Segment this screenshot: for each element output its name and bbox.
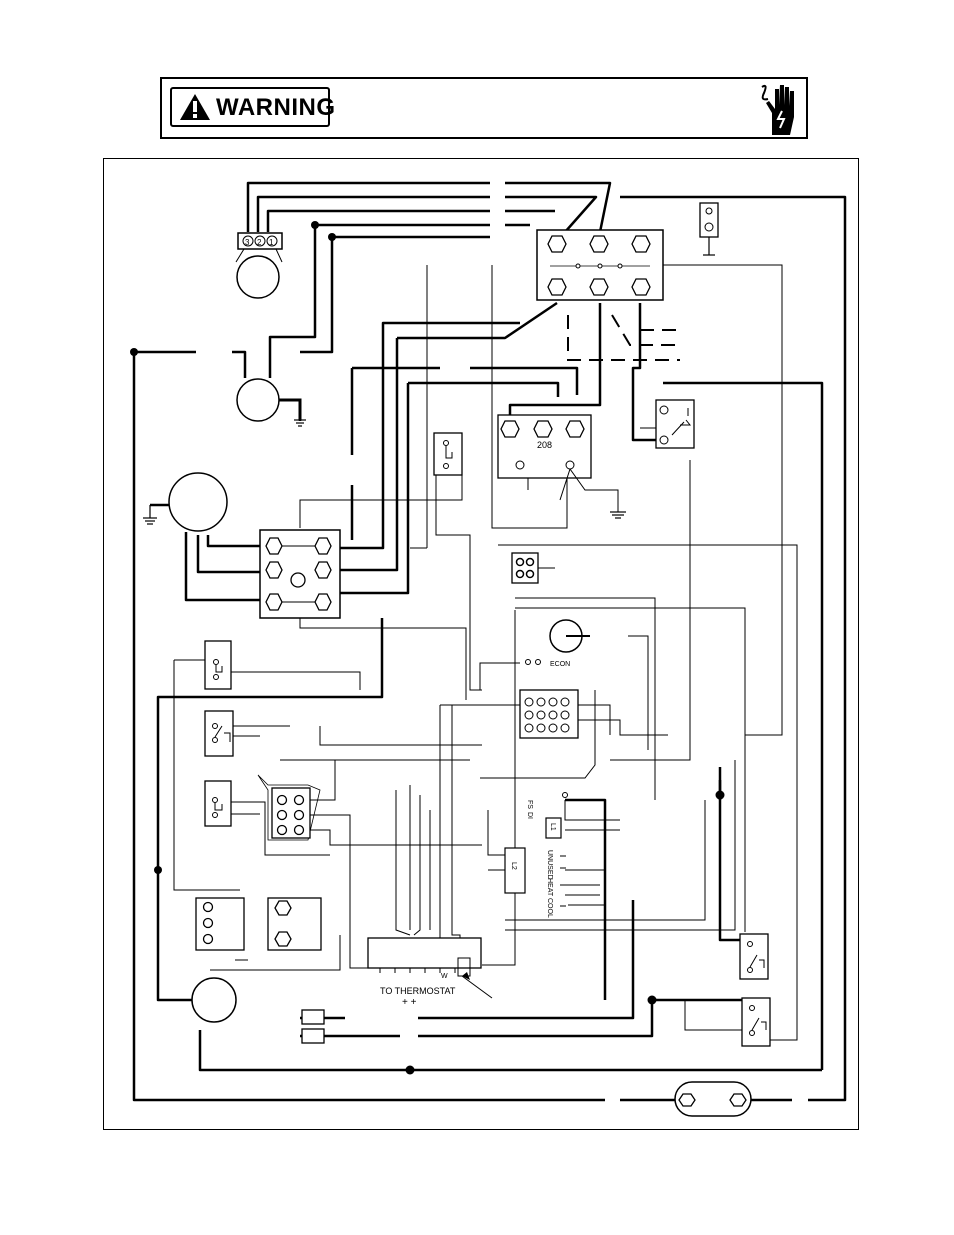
limit-switch-1 <box>204 640 232 690</box>
six-pin-plug <box>257 774 321 841</box>
control-board-connector <box>519 689 579 739</box>
wire-right-l1 <box>620 195 847 1102</box>
warning-badge: WARNING <box>170 87 335 127</box>
wire-t2 <box>256 195 598 241</box>
thermostat-terminal-strip: W TO THERMOSTAT + + <box>367 937 493 1008</box>
wire-motor-3 <box>206 535 260 548</box>
wire-contactor-6 <box>408 381 560 397</box>
wire-motor-1 <box>184 532 260 602</box>
blower-motor <box>168 472 228 532</box>
wire-t3 <box>246 181 612 233</box>
terminal-1: 1 <box>269 238 274 247</box>
limit-switch-2 <box>204 780 232 827</box>
contactor-top <box>536 229 664 301</box>
right-switch-1 <box>739 933 769 980</box>
econ-label: ECON <box>550 661 570 668</box>
wire-contactor-7 <box>340 383 410 595</box>
svg-text:FS: FS <box>526 800 533 809</box>
motor-terminal-block <box>259 529 341 619</box>
ground-icon <box>143 505 157 525</box>
wire-contactor-2 <box>397 301 558 340</box>
wire-board-1 <box>565 798 607 1000</box>
board-components: FS DI L1 L2 UNUSED HEAT COOL <box>504 792 568 918</box>
wire-left-3 <box>156 870 200 1002</box>
wire-motor-2 <box>196 535 260 574</box>
wire-contactor-4 <box>352 366 579 395</box>
ground-lug <box>699 202 719 256</box>
inducer-motor <box>191 977 237 1023</box>
econ-section: ECON <box>525 619 590 668</box>
svg-text:COOL: COOL <box>546 898 553 918</box>
warning-triangle-icon <box>180 94 210 120</box>
wire-contactor-3 <box>340 338 399 572</box>
svg-text:L1: L1 <box>549 823 556 831</box>
thermostat-plug <box>301 1009 325 1044</box>
junction-dots <box>130 221 725 1075</box>
wire-right-3 <box>718 780 745 942</box>
svg-text:HEAT: HEAT <box>546 878 553 897</box>
wire-xfmr-1 <box>508 303 602 425</box>
svg-text:UNUSED: UNUSED <box>546 850 553 880</box>
pressure-switch-1 <box>204 710 234 757</box>
wire-t1 <box>266 209 555 232</box>
wiring-diagram-frame <box>103 158 859 1130</box>
transformer: 208 <box>497 414 626 519</box>
wire-left-2 <box>156 618 384 870</box>
compressor-terminals: 3 2 1 <box>235 232 283 299</box>
thermostat-plus: + + <box>402 997 417 1008</box>
electric-shock-hand-icon <box>761 84 794 135</box>
svg-text:DI: DI <box>526 812 533 819</box>
wire-right-2 <box>663 381 824 1070</box>
warning-label: WARNING <box>216 94 336 121</box>
transformer-label: 208 <box>537 440 552 450</box>
compressor-motor <box>236 255 280 299</box>
ignitor-block <box>195 897 322 951</box>
plug-connector <box>511 552 539 584</box>
thermostat-label: TO THERMOSTAT <box>380 986 456 996</box>
wire-fan-1 <box>268 225 317 378</box>
relay <box>655 399 695 449</box>
thermostat-w-label: W <box>441 973 448 980</box>
right-switch-2 <box>741 997 771 1047</box>
warning-banner: WARNING <box>160 77 808 139</box>
wire-contactor-1 <box>340 321 520 550</box>
power-plug-connector <box>674 1081 752 1117</box>
fan-motor <box>236 378 280 422</box>
svg-text:L2: L2 <box>510 862 517 870</box>
wire-relay-1 <box>631 303 663 442</box>
terminal-3: 3 <box>245 238 250 247</box>
ground-icon <box>294 419 306 427</box>
limit-switch-top <box>433 432 463 476</box>
wire-fan-2 <box>300 237 334 354</box>
wire-left-main <box>132 352 605 1102</box>
wire-fan-3 <box>134 350 247 378</box>
terminal-2: 2 <box>257 238 262 247</box>
